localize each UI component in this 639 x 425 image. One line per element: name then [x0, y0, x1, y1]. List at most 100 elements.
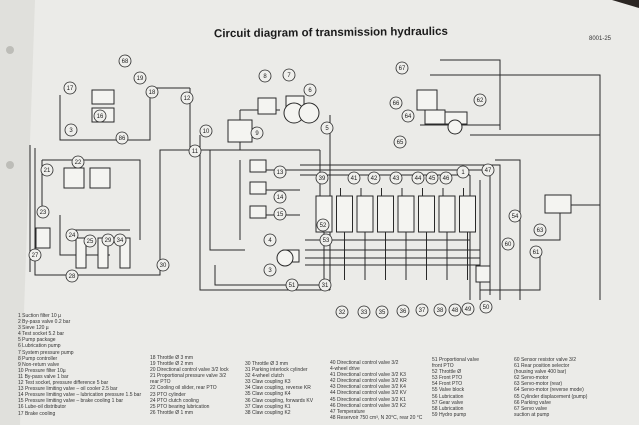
hydraulic-line: [440, 59, 501, 130]
component-number: 43: [393, 176, 400, 182]
component-number: 49: [465, 307, 472, 313]
component-balloon: [273, 190, 287, 204]
directional-control-valve: [336, 195, 353, 233]
component-balloon: [375, 305, 389, 319]
component-balloon: [180, 91, 194, 105]
valve-block: [416, 89, 438, 111]
legend-item: 41 Directional control valve 3/2 K3: [330, 372, 406, 379]
component-balloon: [285, 278, 299, 292]
component-number: 32: [339, 310, 346, 316]
hydraulic-line: [199, 135, 330, 291]
component-balloon: [40, 163, 54, 177]
component-number: 18: [149, 90, 156, 96]
component-balloon: [83, 234, 97, 248]
component-number: 63: [537, 228, 544, 234]
component-balloon: [389, 96, 403, 110]
component-balloon: [133, 71, 147, 85]
component-number: 51: [289, 283, 296, 289]
legend-item: 2 By-pass valve 0.2 bar: [18, 319, 71, 326]
page-shadow: [0, 0, 35, 425]
component-balloon: [461, 302, 475, 316]
component-number: 27: [32, 253, 39, 259]
component-number: 10: [203, 129, 210, 135]
component-number: 24: [69, 233, 76, 239]
component-balloon: [63, 81, 77, 95]
component-number: 21: [44, 168, 51, 174]
component-number: 36: [400, 309, 407, 315]
component-balloon: [367, 171, 381, 185]
component-balloon: [473, 93, 487, 107]
legend-item: 24 PTO clutch cooling: [150, 397, 199, 404]
component-number: 25: [87, 239, 94, 245]
legend-item: 15 Pressure limiting valve – brake cooli…: [18, 398, 124, 405]
component-balloon: [263, 233, 277, 247]
component-balloon: [357, 305, 371, 319]
legend-item: 66 Parking valve: [514, 399, 551, 406]
component-number: 54: [512, 214, 519, 220]
legend-item: 54 Front PTO: [432, 381, 463, 388]
hydraulic-line: [34, 148, 320, 276]
component-balloon: [71, 155, 85, 169]
component-number: 64: [405, 114, 412, 120]
component-number: 33: [361, 310, 368, 316]
component-number: 46: [443, 176, 450, 182]
component-number: 67: [399, 66, 406, 72]
legend-item: 22 Cooling oil slider, rear PTO: [150, 385, 217, 392]
component-balloon: [315, 171, 329, 185]
component-number: 31: [322, 283, 329, 289]
component-balloon: [411, 171, 425, 185]
component-balloon: [501, 237, 515, 251]
legend-item: 26 Throttle Ø 1 mm: [150, 409, 193, 416]
directional-control-valve: [418, 195, 435, 233]
valve-block: [89, 167, 111, 189]
component-number: 42: [371, 176, 378, 182]
valve-block: [227, 119, 253, 143]
component-balloon: [199, 124, 213, 138]
component-number: 7: [287, 73, 291, 79]
legend-item: 53 Front PTO: [432, 375, 463, 382]
component-number: 1: [461, 170, 465, 176]
legend-item: 40 Directional control valve 3/2: [330, 360, 399, 366]
component-number: 11: [192, 149, 199, 155]
legend-item: 20 Directional control valve 3/2 lock: [150, 367, 229, 374]
pump-symbol: [298, 102, 320, 124]
legend-item: 33 Claw coupling K3: [245, 379, 291, 386]
legend-item: 55 Valve block: [432, 387, 465, 394]
component-balloon: [113, 233, 127, 247]
component-number: 22: [75, 160, 82, 166]
component-balloon: [425, 171, 439, 185]
pump-symbol: [447, 119, 463, 135]
directional-control-valve: [377, 195, 394, 233]
legend-item: suction at pump: [514, 411, 550, 418]
component-balloon: [118, 54, 132, 68]
component-balloon: [415, 303, 429, 317]
component-balloon: [533, 223, 547, 237]
component-balloon: [64, 123, 78, 137]
legend-item: 60 Sensor resistor valve 3/2: [514, 357, 576, 363]
legend-item: 52 Throttle Ø: [432, 369, 462, 376]
component-balloon: [393, 135, 407, 149]
component-number: 3: [69, 128, 73, 134]
component-number: 45: [429, 176, 436, 182]
binder-hole: [6, 161, 14, 169]
legend-item: 1 Suction filter 10 µ: [18, 313, 61, 319]
component-number: 35: [379, 310, 386, 316]
component-number: 53: [323, 238, 330, 244]
component-number: 19: [137, 76, 144, 82]
component-number: 5: [325, 126, 329, 132]
page-title: Circuit diagram of transmission hydrauli…: [213, 25, 448, 41]
component-balloon: [389, 171, 403, 185]
component-balloon: [93, 109, 107, 123]
valve-block: [475, 265, 491, 283]
hydraulic-line: [300, 164, 501, 300]
hydraulic-line: [59, 90, 151, 141]
component-balloon: [318, 278, 332, 292]
component-number: 28: [69, 274, 76, 280]
legend-item: (housing valve 400 bar): [514, 369, 567, 376]
component-balloon: [456, 165, 470, 179]
component-balloon: [303, 83, 317, 97]
